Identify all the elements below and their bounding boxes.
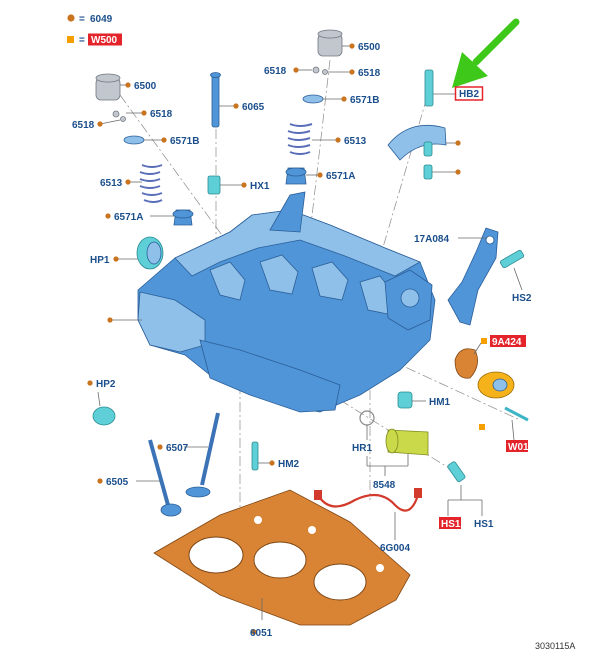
- legend: = 6049 = W500: [67, 14, 122, 46]
- svg-text:6513: 6513: [344, 136, 367, 147]
- callout-6051: 6051: [250, 598, 273, 639]
- green-arrow-icon: [452, 18, 520, 88]
- svg-text:6065: 6065: [242, 102, 265, 113]
- svg-text:6571A: 6571A: [114, 212, 143, 223]
- callout-6571B-top: 6571B: [323, 95, 379, 106]
- callout-6500-top: 6500: [342, 42, 381, 53]
- parts: [92, 69, 529, 517]
- svg-text:6051: 6051: [250, 628, 273, 639]
- callout-HM2: HM2: [258, 459, 300, 470]
- legend-equals-1: =: [79, 14, 85, 25]
- svg-text:W01: W01: [508, 442, 529, 453]
- callout-6571B-left: 6571B: [144, 136, 199, 147]
- svg-text:HP1: HP1: [90, 255, 110, 266]
- svg-text:6518: 6518: [150, 109, 173, 120]
- callout-6518-left-right: 6518: [126, 109, 173, 120]
- callout-HM1: HM1: [412, 397, 451, 408]
- svg-text:HP2: HP2: [96, 379, 116, 390]
- callout-6065: 6065: [219, 102, 265, 113]
- callout-17A084: 17A084: [414, 234, 486, 245]
- callout-W01: W01: [479, 419, 529, 453]
- cylinder-head: [137, 191, 436, 413]
- legend-equals-2: =: [79, 35, 85, 46]
- svg-text:17A084: 17A084: [414, 234, 449, 245]
- svg-text:6513: 6513: [100, 178, 123, 189]
- left-valve-stack: [95, 73, 194, 226]
- svg-text:HX1: HX1: [250, 181, 270, 192]
- callout-6507: 6507: [157, 443, 208, 454]
- svg-text:6G004: 6G004: [380, 543, 410, 554]
- svg-text:9A424: 9A424: [492, 337, 522, 348]
- callout-HR1-8548: HR1 8548: [352, 425, 409, 491]
- top-valve-stack: [285, 29, 343, 185]
- svg-text:6500: 6500: [358, 42, 381, 53]
- svg-text:HS2: HS2: [512, 293, 532, 304]
- svg-text:HS1: HS1: [441, 519, 461, 530]
- legend-dot-icon: [67, 14, 75, 22]
- svg-text:6518: 6518: [264, 66, 287, 77]
- svg-text:HM1: HM1: [429, 397, 451, 408]
- legend-square-code-highlight: [88, 33, 122, 46]
- svg-text:6571B: 6571B: [170, 136, 199, 147]
- callout-6513-top: 6513: [312, 136, 367, 147]
- callout-6513-left: 6513: [100, 178, 142, 189]
- svg-text:HM2: HM2: [278, 459, 300, 470]
- legend-dot-code: 6049: [90, 14, 113, 25]
- callout-6571A-left: 6571A: [105, 212, 174, 223]
- callout-6518-left-left: 6518: [72, 119, 121, 131]
- svg-text:HR1: HR1: [352, 443, 372, 454]
- svg-text:8548: 8548: [373, 480, 396, 491]
- svg-text:6571A: 6571A: [326, 171, 355, 182]
- svg-text:6500: 6500: [134, 81, 157, 92]
- legend-square-code: W500: [91, 35, 118, 46]
- callout-6G004: 6G004: [380, 512, 410, 554]
- callout-HX1: HX1: [220, 181, 270, 192]
- callout-6518-top-right: 6518: [328, 68, 381, 79]
- head-gasket: [153, 489, 411, 626]
- callout-6505: 6505: [97, 477, 160, 488]
- callout-6571A-top: 6571A: [306, 171, 355, 182]
- callout-9A424: 9A424: [473, 335, 526, 355]
- callout-HP1: HP1: [90, 255, 138, 266]
- svg-text:6505: 6505: [106, 477, 129, 488]
- svg-text:6571B: 6571B: [350, 95, 379, 106]
- svg-text:6518: 6518: [72, 120, 95, 131]
- callout-head-unlabeled: [107, 317, 142, 323]
- callout-HB2: HB2: [433, 86, 484, 101]
- svg-text:HS1: HS1: [474, 519, 494, 530]
- svg-text:6518: 6518: [358, 68, 381, 79]
- svg-text:HB2: HB2: [459, 89, 479, 100]
- callout-HP2: HP2: [87, 379, 116, 407]
- callout-6500-left: 6500: [120, 81, 157, 92]
- figure-id: 3030115A: [535, 641, 575, 651]
- legend-square-icon: [67, 36, 74, 43]
- callout-6518-top-left: 6518: [264, 66, 312, 77]
- callout-bearing-cap: [432, 140, 461, 175]
- callout-HS1: HS1 HS1: [439, 485, 494, 530]
- svg-text:6507: 6507: [166, 443, 189, 454]
- callout-HS2: HS2: [512, 267, 532, 304]
